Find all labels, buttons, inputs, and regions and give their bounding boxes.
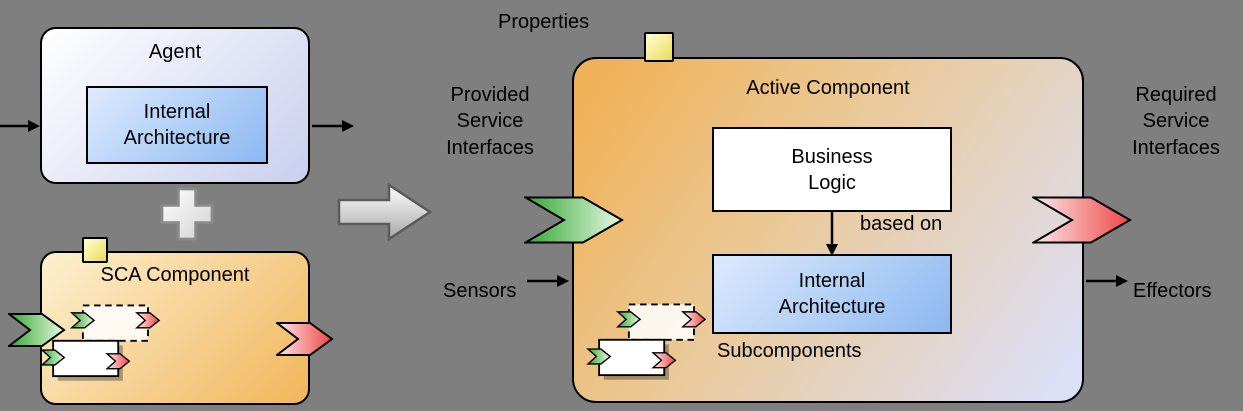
agent-internal-architecture-box: Internal Architecture — [86, 86, 268, 164]
active-internal-architecture-box: Internal Architecture — [712, 254, 952, 334]
effectors-label: Effectors — [1133, 280, 1212, 302]
properties-label: Properties — [498, 11, 590, 33]
active-subcomponents-icon — [586, 303, 707, 380]
sensors-arrow-icon — [527, 275, 569, 287]
effectors-arrow-icon — [1086, 275, 1128, 287]
sca-provided-chevron-icon — [8, 313, 66, 347]
transform-arrow-icon — [337, 182, 433, 242]
provided-interface-chevron-icon — [524, 196, 624, 244]
active-component-title: Active Component — [746, 77, 910, 99]
business-logic-box: Business Logic — [712, 127, 952, 212]
required-service-interfaces-label: Required Service Interfaces — [1132, 84, 1220, 159]
provided-service-interfaces-label: Provided Service Interfaces — [446, 84, 534, 159]
sensors-label: Sensors — [443, 280, 517, 302]
sca-component-title: SCA Component — [100, 264, 250, 286]
active-internal-architecture-label: Internal Architecture — [778, 270, 886, 318]
sca-subcomponents-icon — [40, 304, 161, 381]
business-logic-label: Business Logic — [791, 145, 873, 194]
required-interface-chevron-icon — [1032, 196, 1132, 244]
based-on-label: based on — [860, 213, 943, 235]
agent-output-arrow-icon — [312, 120, 354, 132]
plus-icon — [160, 187, 214, 241]
active-component-box: Active Component Business Logic based on… — [572, 57, 1084, 403]
sca-property-icon — [82, 237, 108, 263]
based-on-arrow-icon — [826, 212, 838, 256]
agent-box: Agent Internal Architecture — [40, 27, 310, 184]
sca-required-chevron-icon — [276, 322, 334, 356]
agent-input-arrow-icon — [0, 120, 40, 132]
active-property-icon — [644, 32, 674, 62]
subcomponents-label: Subcomponents — [717, 340, 862, 362]
agent-title: Agent — [148, 41, 202, 63]
agent-internal-architecture-label: Internal Architecture — [123, 101, 231, 149]
